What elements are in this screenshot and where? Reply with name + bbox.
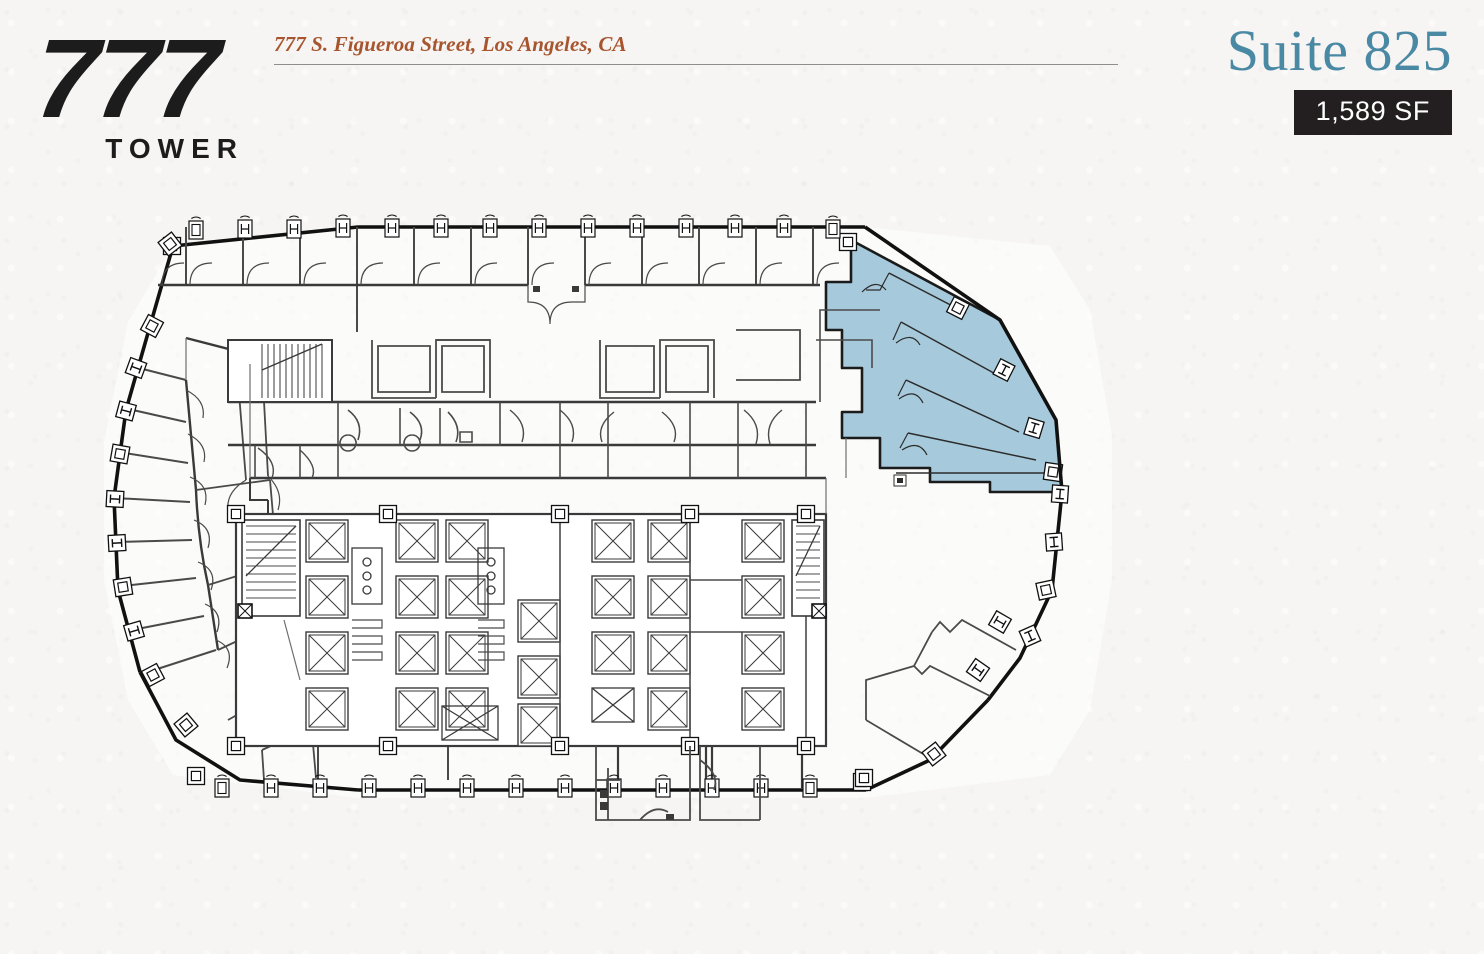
floor-plan-container: [0, 180, 1484, 940]
stair-core-west: [241, 519, 301, 617]
stair-northwest: [227, 339, 333, 403]
header-divider: [274, 64, 1118, 65]
stair-core-east: [791, 519, 825, 617]
suite-area-badge: 1,589 SF: [1293, 90, 1452, 135]
elevator-bank: [234, 512, 828, 748]
suite-header: Suite 825 1,589 SF: [1227, 22, 1452, 135]
page-header: 777 TOWER 777 S. Figueroa Street, Los An…: [0, 0, 1484, 190]
building-address: 777 S. Figueroa Street, Los Angeles, CA: [274, 32, 627, 56]
floor-plan-drawing: [104, 214, 1112, 821]
suite-title: Suite 825: [1226, 18, 1452, 83]
building-logo: 777 TOWER: [32, 16, 256, 165]
elevator-column-d: [591, 519, 635, 675]
logo-number: 777: [31, 16, 222, 141]
elevator-column-g: [517, 599, 561, 747]
